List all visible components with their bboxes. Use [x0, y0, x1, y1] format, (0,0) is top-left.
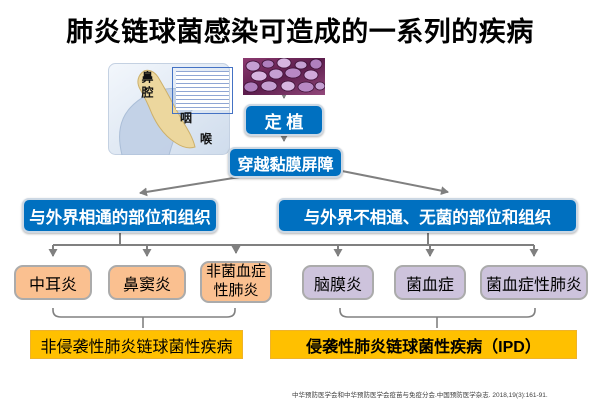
citation-text: 中华预防医学会和中华预防医学会疫苗与免疫分会.中国预防医学杂志. 2018,19…: [292, 392, 548, 399]
bacteria-micrograph: [243, 57, 326, 95]
otitis-media-box: 中耳炎: [14, 265, 92, 300]
mucosal-barrier-box: 穿越黏膜屏障: [228, 147, 343, 178]
colonization-box: 定 植: [244, 104, 324, 136]
nasal-cavity-label: 鼻腔: [140, 71, 154, 101]
sterile-sites-box: 与外界不相通、无菌的部位和组织: [277, 198, 578, 233]
head-anatomy-illustration: 鼻腔 咽 喉: [108, 63, 233, 156]
sinusitis-box: 鼻窦炎: [108, 265, 186, 300]
bacteremia-box: 菌血症: [394, 265, 466, 300]
non-bacteremic-pneumonia-box: 非菌血症性肺炎: [200, 261, 272, 303]
bacteremic-pneumonia-box: 菌血症性肺炎: [480, 265, 588, 300]
meningitis-box: 脑膜炎: [302, 265, 374, 300]
exposed-sites-box: 与外界相通的部位和组织: [22, 198, 218, 233]
non-invasive-group-box: 非侵袭性肺炎链球菌性疾病: [30, 330, 243, 359]
page-title: 肺炎链球菌感染可造成的一系列的疾病: [66, 17, 534, 47]
invasive-group-box: 侵袭性肺炎链球菌性疾病（IPD）: [270, 330, 577, 359]
larynx-label: 喉: [200, 132, 213, 146]
annotation-note: [172, 67, 233, 114]
pharynx-label: 咽: [180, 111, 193, 125]
